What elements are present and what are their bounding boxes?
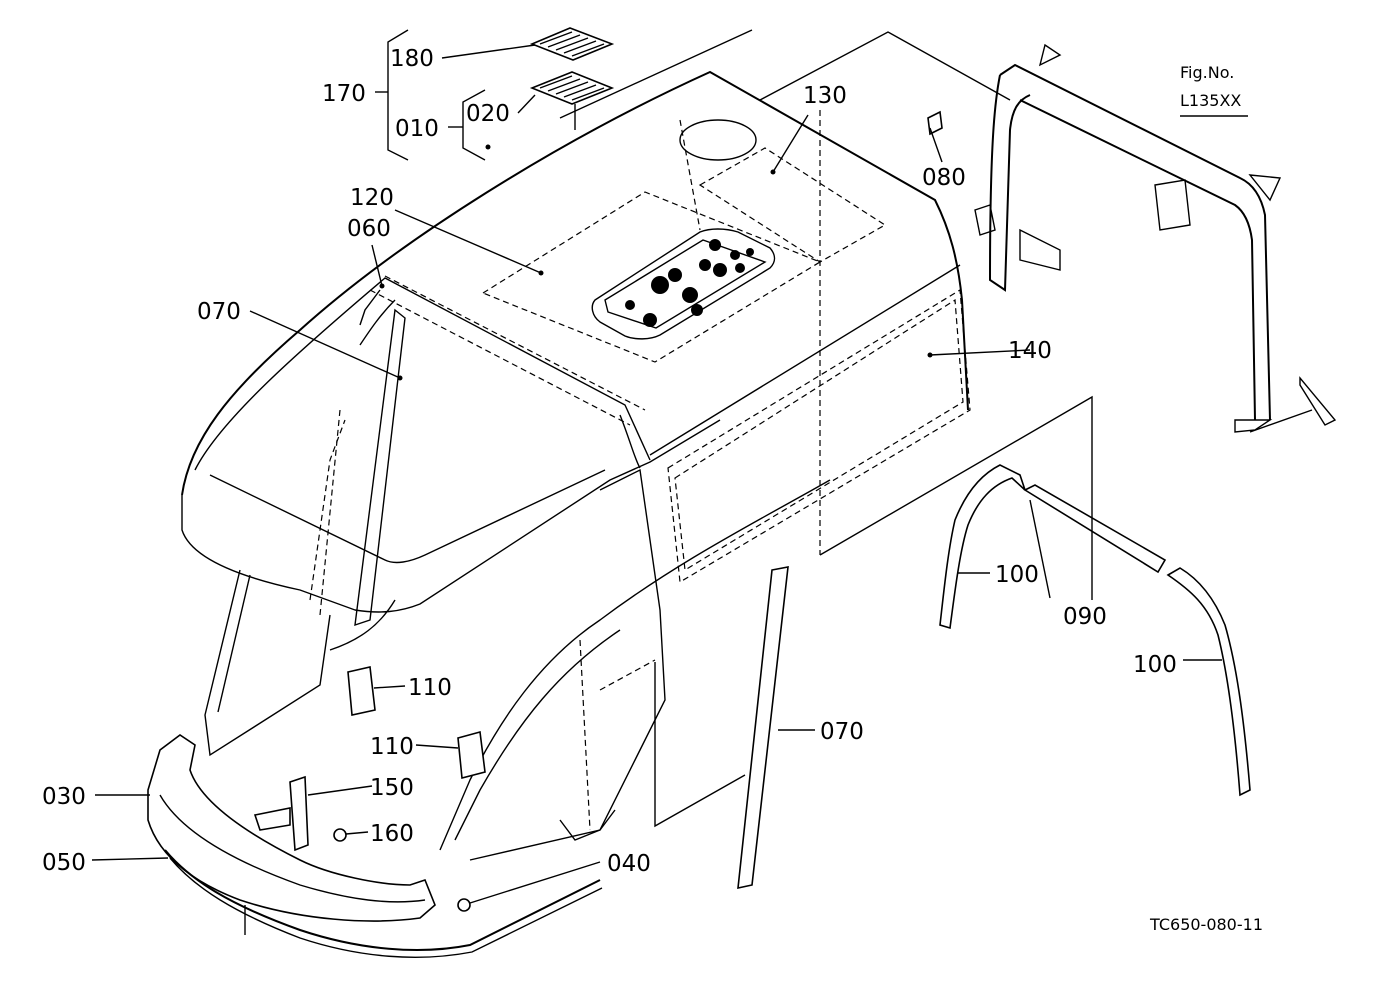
decal-020 bbox=[529, 71, 615, 130]
seal-strip-100-right bbox=[1166, 567, 1251, 797]
rops-frame bbox=[974, 43, 1337, 433]
callout-050: 050 bbox=[42, 850, 86, 876]
seal-strip-090 bbox=[1023, 484, 1167, 574]
callout-160: 160 bbox=[370, 821, 414, 847]
front-lower-panel bbox=[147, 734, 436, 922]
callout-070-bottom: 070 bbox=[820, 719, 864, 745]
seal-strip-070 bbox=[737, 566, 789, 890]
callout-180: 180 bbox=[390, 46, 434, 72]
callout-150: 150 bbox=[370, 775, 414, 801]
roof-panel-120 bbox=[481, 191, 822, 363]
block-110-b bbox=[457, 730, 486, 780]
rear-fender-side bbox=[439, 468, 831, 861]
fig-no-value: L135XX bbox=[1180, 91, 1241, 110]
group-bracket-010 bbox=[448, 89, 486, 161]
seal-strip-100-left bbox=[939, 464, 1026, 630]
callout-140: 140 bbox=[1008, 338, 1052, 364]
roof-panel-130 bbox=[679, 110, 887, 555]
roof-hatch-glass bbox=[591, 228, 776, 340]
group-bracket-170 bbox=[375, 29, 409, 161]
callout-100-left: 100 bbox=[995, 562, 1039, 588]
callout-020: 020 bbox=[466, 101, 510, 127]
fig-no-label: Fig.No. bbox=[1180, 63, 1234, 82]
front-pillars bbox=[204, 289, 406, 757]
callout-090: 090 bbox=[1063, 604, 1107, 630]
callout-110-upper: 110 bbox=[408, 675, 452, 701]
callout-040: 040 bbox=[607, 851, 651, 877]
callout-030: 030 bbox=[42, 784, 86, 810]
side-window-140 bbox=[667, 288, 971, 583]
decal-180 bbox=[529, 27, 615, 61]
clip-080 bbox=[927, 110, 943, 136]
leaders bbox=[91, 44, 1248, 904]
callout-100-right: 100 bbox=[1133, 652, 1177, 678]
bracket-150 bbox=[253, 775, 309, 852]
callout-060: 060 bbox=[347, 216, 391, 242]
callout-010: 010 bbox=[395, 116, 439, 142]
bolt-040 bbox=[457, 898, 471, 912]
bolt-160 bbox=[333, 828, 347, 842]
cabin-roof bbox=[181, 70, 969, 613]
projection-lines bbox=[559, 29, 1313, 828]
callout-120: 120 bbox=[350, 185, 394, 211]
block-110-a bbox=[347, 666, 376, 716]
callout-170: 170 bbox=[322, 81, 366, 107]
callout-110-lower: 110 bbox=[370, 734, 414, 760]
drawing-code: TC650-080-11 bbox=[1149, 915, 1263, 934]
callout-070-top: 070 bbox=[197, 299, 241, 325]
front-seal-050 bbox=[164, 849, 603, 958]
callout-080: 080 bbox=[922, 165, 966, 191]
callout-130: 130 bbox=[803, 83, 847, 109]
